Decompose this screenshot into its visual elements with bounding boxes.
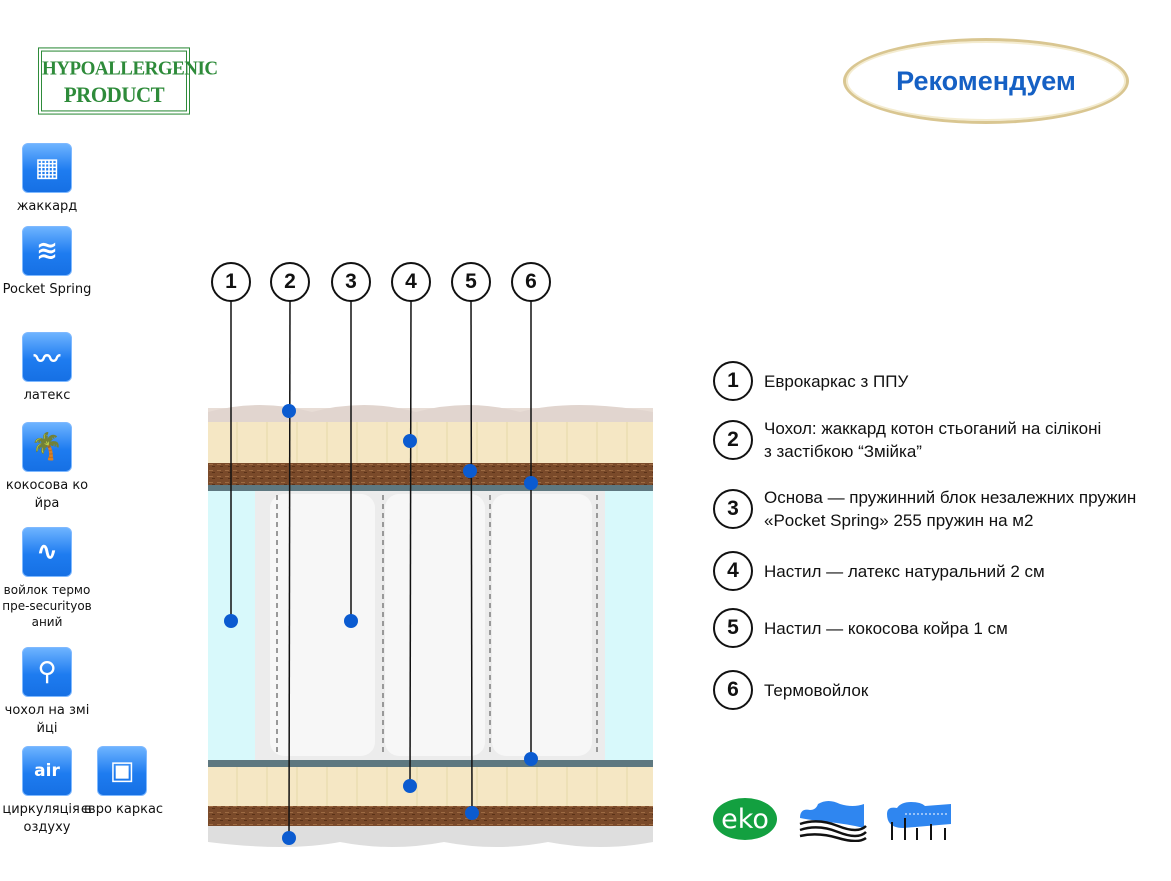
legend-text: Еврокаркас з ППУ: [764, 372, 909, 391]
feature-label: чохол на змійці: [4, 703, 90, 736]
dot-4: [403, 779, 417, 793]
dot-4: [403, 434, 417, 448]
feature-label: латекс: [23, 388, 71, 403]
callout-number-4: 4: [391, 262, 431, 302]
pocket-spring-block: [255, 491, 605, 760]
top-felt-layer: [208, 485, 653, 491]
mattress-top-quilt: [208, 405, 653, 422]
dot-3: [344, 614, 358, 628]
legend-text: Чохол: жаккард котон стьоганий на сіліко…: [764, 419, 1102, 461]
dot-6: [524, 476, 538, 490]
pocket-spring-icon: ≋: [22, 226, 72, 276]
feature-label: Pocket Spring: [2, 282, 92, 297]
callout-lines: [230, 299, 532, 839]
legend-number: 4: [713, 551, 753, 591]
legend-number: 6: [713, 670, 753, 710]
mattress-bottom-quilt: [208, 826, 653, 847]
palm-tree-icon: 🌴: [22, 422, 72, 472]
feature-label: циркуляція воздуху: [2, 802, 92, 835]
callout-number-2: 2: [270, 262, 310, 302]
legend-number: 5: [713, 608, 753, 648]
legend-text: Термовойлок: [764, 681, 869, 700]
feature-label: жаккард: [16, 199, 78, 214]
dot-6: [524, 752, 538, 766]
feature-label: кокосова койра: [5, 478, 89, 511]
legend-text: Основа — пружинний блок незалежних пружи…: [764, 488, 1137, 530]
legend-number: 3: [713, 489, 753, 529]
callout-dots: [224, 404, 538, 845]
eko-badge-icon: eko: [713, 798, 777, 840]
dot-5: [463, 464, 477, 478]
latex-layers-icon: [799, 801, 867, 842]
right-foam-frame: [605, 491, 653, 760]
latex-icon: 〰: [22, 332, 72, 382]
legend-number: 1: [713, 361, 753, 401]
bottom-latex-layer: [208, 767, 653, 806]
feature-label: войлок термопре-securityований: [2, 583, 92, 629]
callout-number-6: 6: [511, 262, 551, 302]
legend-text: Настил — кокосова койра 1 см: [764, 619, 1008, 638]
jacquard-icon: ▦: [22, 143, 72, 193]
thermo-felt-icon: ∿: [22, 527, 72, 577]
bottom-felt-layer: [208, 760, 653, 767]
dot-5: [465, 806, 479, 820]
dot-1: [224, 614, 238, 628]
euro-frame-icon: ▣: [97, 746, 147, 796]
legend-number: 2: [713, 420, 753, 460]
top-latex-layer: [208, 422, 653, 463]
callout-number-1: 1: [211, 262, 251, 302]
bottom-coconut-layer: [208, 806, 653, 826]
orthopedic-support-icon: [887, 802, 951, 840]
legend-text: Настил — латекс натуральний 2 см: [764, 562, 1045, 581]
callout-number-5: 5: [451, 262, 491, 302]
top-coconut-layer: [208, 463, 653, 485]
dot-2: [282, 831, 296, 845]
recommend-badge: Рекомендуем: [843, 38, 1129, 124]
feature-label: євро каркас: [80, 802, 164, 817]
callout-number-3: 3: [331, 262, 371, 302]
hypoallergenic-stamp: HYPOALLERGENIC PRODUCT: [38, 47, 218, 115]
dot-2: [282, 404, 296, 418]
air-circulation-icon: air: [22, 746, 72, 796]
zipper-icon: ⚲: [22, 647, 72, 697]
